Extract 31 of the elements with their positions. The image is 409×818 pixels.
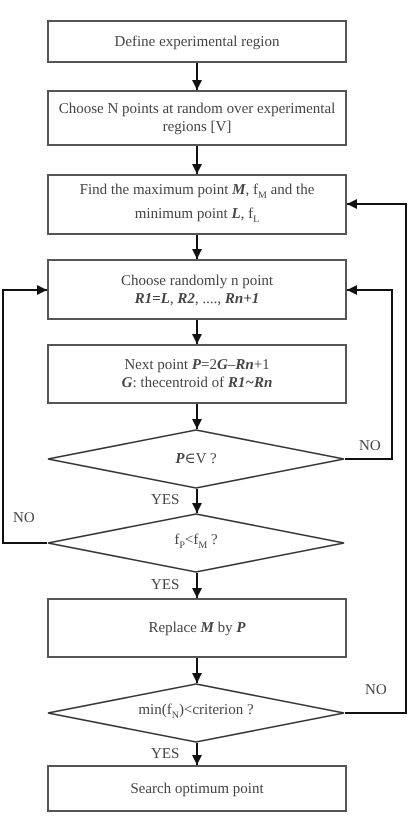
node-text: Replace M by P [147, 619, 247, 637]
arrow [192, 235, 202, 259]
process-box [47, 765, 347, 812]
node-text: Next point P=2G–Rn+1 [123, 356, 271, 374]
arrow [192, 658, 202, 683]
process-box [47, 90, 347, 146]
node-text: G: thecentroid of R1~Rn [120, 374, 274, 392]
node-text: Search optimum point [129, 780, 265, 798]
arrow [192, 63, 202, 90]
node-text: Define experimental region [114, 32, 280, 50]
arrow [2, 285, 47, 544]
arrow [192, 743, 202, 765]
node-text: R1=L, R2, ...., Rn+1 [134, 290, 260, 308]
node-text: f$_{P}$<f$_{M}$ ? [173, 531, 219, 553]
process-box [47, 598, 347, 658]
arrow [345, 199, 407, 714]
arrow [192, 489, 202, 513]
arrow [192, 404, 202, 429]
arrow [192, 573, 202, 598]
process-box [47, 259, 347, 320]
node-text: P∈V ? [174, 450, 218, 468]
arrow [345, 285, 393, 460]
node-text: Find the maximum point M, f$_{M}$ and the minimum point L, f$_{L}$ [78, 180, 316, 226]
node-text: min(f$_{N}$)<criterion ? [137, 701, 255, 723]
process-box [47, 344, 347, 404]
node-text: Choose randomly n point [120, 272, 274, 290]
node-text: Choose N points at random over experimental regions [V] [58, 100, 336, 136]
process-box [47, 20, 347, 63]
process-box [47, 174, 347, 235]
arrow [192, 146, 202, 174]
arrow [192, 320, 202, 344]
